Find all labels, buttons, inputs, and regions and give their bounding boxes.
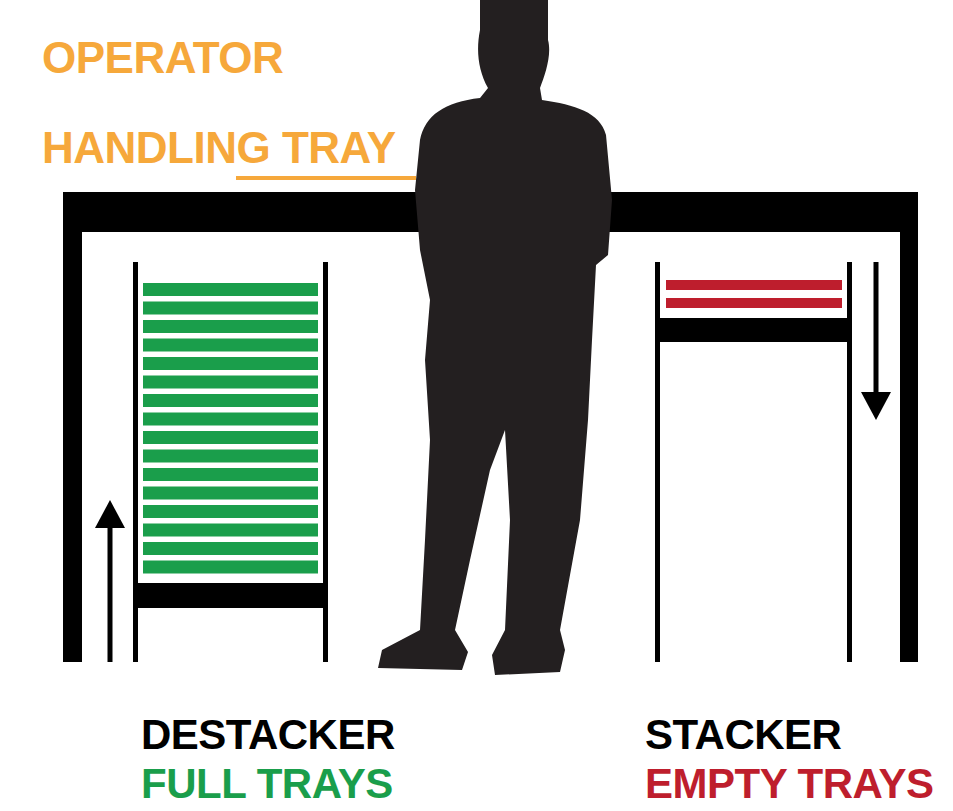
- full-tray: [143, 524, 318, 537]
- full-tray: [143, 394, 318, 407]
- empty-tray: [666, 280, 842, 290]
- rack-post: [133, 262, 138, 662]
- full-tray: [143, 468, 318, 481]
- up-arrow-head: [95, 500, 125, 528]
- full-tray: [143, 357, 318, 370]
- rack-post: [655, 262, 660, 662]
- unit-content: EMPTY TRAYS: [645, 760, 934, 808]
- full-tray: [143, 283, 318, 296]
- full-tray: [143, 376, 318, 389]
- empty-tray: [666, 298, 842, 308]
- down-arrow-shaft: [874, 262, 879, 398]
- down-arrow-head: [861, 392, 891, 420]
- rack-unit: DESTACKERFULL TRAYS: [141, 258, 431, 808]
- full-tray: [143, 561, 318, 574]
- rack-post: [323, 262, 328, 662]
- full-tray: [143, 487, 318, 500]
- operator-silhouette: [378, 0, 612, 675]
- table-leg: [900, 192, 918, 662]
- full-tray: [143, 320, 318, 333]
- full-tray: [143, 505, 318, 518]
- title-underline: [236, 176, 416, 180]
- rack-unit: STACKEREMPTY TRAYS: [645, 258, 945, 808]
- full-tray: [143, 542, 318, 555]
- full-tray: [143, 431, 318, 444]
- full-tray: [143, 413, 318, 426]
- diagram-title: OPERATOR HANDLING TRAY: [42, 13, 432, 193]
- unit-name: DESTACKER: [141, 711, 395, 759]
- full-tray: [143, 302, 318, 315]
- lift-platform: [660, 318, 847, 342]
- table-leg: [63, 192, 82, 662]
- full-tray: [143, 450, 318, 463]
- unit-content: FULL TRAYS: [141, 760, 393, 808]
- full-trays: [143, 283, 318, 574]
- rack-post: [847, 262, 852, 662]
- up-arrow-shaft: [108, 522, 113, 662]
- unit-name: STACKER: [645, 711, 841, 759]
- lift-platform: [138, 583, 323, 608]
- full-tray: [143, 339, 318, 352]
